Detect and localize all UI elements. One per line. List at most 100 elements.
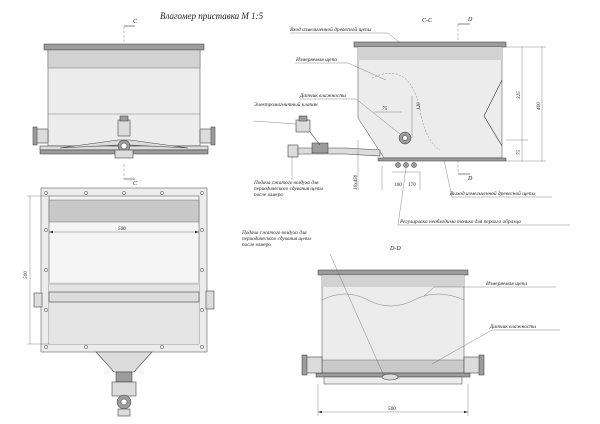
- plan-view: 500 500: [23, 187, 215, 417]
- cc-hopper-shade: [358, 47, 502, 60]
- label-adjustment-note: Регулировка необходима только для первог…: [399, 218, 521, 225]
- plan-valve-body: [111, 381, 137, 397]
- dim-170: 170: [408, 182, 416, 188]
- plan-left-pipe: [33, 292, 43, 308]
- cc-air-pipe: [297, 147, 381, 157]
- dd-right-pipe: [463, 356, 481, 374]
- dim-10x450: 10x450: [352, 174, 359, 190]
- dd-air-label-box: Подача сжатого воздуха для периодическог…: [242, 230, 311, 249]
- dim-75-right: 75: [516, 149, 522, 155]
- plan-right-pipe: [205, 290, 215, 310]
- label-solenoid-valve: Электромагнитный клапан: [254, 102, 318, 108]
- dd-right-pipe-flange: [478, 354, 485, 376]
- section-label-d-top: D: [467, 17, 473, 23]
- front-valve-body: [117, 119, 131, 137]
- plan-top-shade: [48, 199, 200, 223]
- section-label-d-bottom: D: [467, 176, 473, 182]
- dim-arrow: [195, 230, 199, 234]
- plan-width-dimension: 500: [118, 226, 126, 232]
- dd-left-pipe: [305, 356, 323, 374]
- front-right-pipe: [199, 128, 213, 144]
- section-cc-view: C-C D D 325: [253, 17, 570, 226]
- cc-top-flange: [353, 41, 507, 48]
- plan-air-bar: [48, 291, 200, 303]
- dim-325: 325: [516, 91, 522, 99]
- plan-bolt-holes: [44, 191, 204, 349]
- section-cc-title: C-C: [422, 18, 433, 24]
- dd-top-flange: [317, 269, 469, 276]
- bolt-hole: [44, 268, 48, 272]
- bolt-hole: [200, 191, 204, 195]
- label-humidity-sensor-dd: Датчик влажности: [489, 324, 536, 330]
- dim-120: 120: [416, 102, 422, 110]
- front-top-flange: [43, 43, 205, 51]
- label-measure-chip-dd: Измеряемая щепа: [485, 281, 527, 287]
- leader-air-supply-dd: [329, 253, 385, 377]
- cc-wheel: [403, 162, 409, 168]
- cc-inner-wedge: [483, 79, 503, 147]
- bolt-hole: [44, 345, 48, 349]
- dd-left-pipe-flange: [301, 354, 308, 376]
- leader-solenoid: [253, 120, 297, 125]
- cc-solenoid-cap: [298, 115, 308, 122]
- bolt-hole: [44, 191, 48, 195]
- leader-chip-inlet: [387, 32, 401, 44]
- dd-air-nozzle: [381, 373, 399, 381]
- front-left-pipe-flange: [32, 126, 38, 146]
- drawing-title: Влагомер приставка М 1:5: [160, 11, 264, 21]
- plan-valve-fitting: [117, 408, 131, 417]
- dim-arrow: [49, 230, 53, 234]
- cc-humidity-sensor-face: [402, 135, 408, 141]
- cc-wheel: [395, 162, 401, 168]
- bolt-hole: [200, 308, 204, 312]
- bolt-hole: [122, 191, 126, 195]
- label-measure-chip-cc: Измеряемая щепа: [295, 57, 337, 63]
- leader-humidity-sensor-dd: [431, 329, 493, 365]
- dd-hopper-body: [321, 274, 465, 374]
- front-hopper-shade: [47, 49, 201, 69]
- solenoid-label-box: Электромагнитный клапан: [254, 102, 318, 108]
- dim-400: 400: [535, 102, 542, 110]
- leader-measure-chip: [347, 62, 387, 81]
- label-air-supply-left: Подача сжатого воздуха для периодическог…: [254, 180, 323, 199]
- leader-humidity-sensor: [355, 98, 401, 135]
- front-left-pipe: [35, 128, 49, 144]
- leader-chip-outlet: [443, 159, 453, 198]
- cc-wheel: [411, 162, 417, 168]
- dim-arrow: [464, 410, 468, 414]
- plan-funnel-neck: [115, 371, 133, 383]
- label-chip-outlet: Выход измельченной древесной щепы: [450, 190, 535, 197]
- dim-arrow: [318, 410, 322, 414]
- front-right-pipe-flange: [210, 126, 216, 146]
- label-air-supply-dd: Подача сжатого воздуха для периодическог…: [242, 230, 311, 249]
- cc-hopper-body: [357, 46, 503, 159]
- air-supply-label-box: Подача сжатого воздуха для периодическог…: [254, 180, 323, 199]
- plan-funnel: [95, 351, 153, 373]
- bolt-hole: [84, 191, 88, 195]
- bolt-hole: [200, 345, 204, 349]
- section-label-c-bottom: C: [133, 181, 138, 187]
- cc-base-plate: [377, 157, 507, 162]
- label-humidity-sensor-cc: Датчик влажности: [299, 93, 346, 99]
- leader-adjustment: [397, 167, 407, 226]
- cc-valve-link: [309, 131, 321, 146]
- leader-measure-chip-dd: [423, 286, 435, 297]
- bolt-hole: [160, 191, 164, 195]
- section-dd-title: D-D: [389, 246, 401, 252]
- front-valve-fitting: [114, 149, 134, 159]
- section-label-c-top: C: [133, 19, 138, 25]
- bolt-hole: [84, 345, 88, 349]
- dd-width-dimension: 500: [388, 406, 396, 412]
- bolt-hole: [44, 228, 48, 232]
- dd-sensor-strip: [321, 359, 465, 374]
- bolt-hole: [160, 345, 164, 349]
- dd-hopper-shade: [322, 275, 464, 287]
- label-chip-inlet: Вход измельченной древесной щепы: [290, 26, 372, 33]
- cc-air-inlet-fitting: [287, 144, 299, 158]
- front-view: C C: [32, 19, 216, 187]
- front-valve-cap: [119, 115, 129, 122]
- cc-chip-flow-arc: [371, 73, 441, 151]
- dim-100: 100: [394, 182, 402, 188]
